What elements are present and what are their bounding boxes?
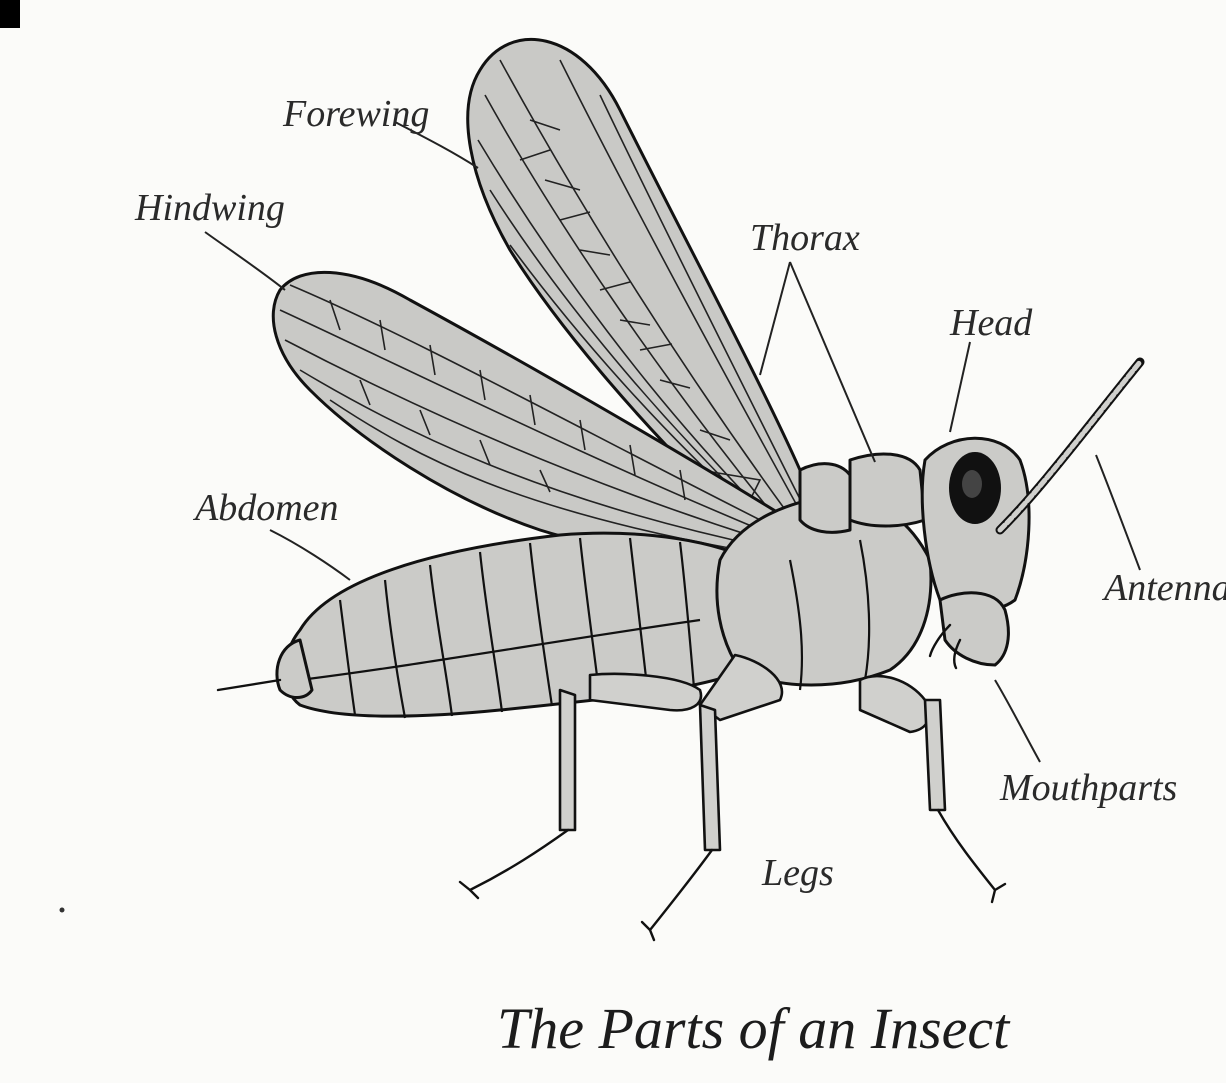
head <box>922 438 1029 668</box>
label-antennae: Antennae <box>1101 567 1226 609</box>
antenna <box>1000 362 1140 530</box>
label-thorax: Thorax <box>750 217 860 259</box>
corner-mark <box>0 0 20 28</box>
leader-abdomen <box>270 530 350 580</box>
leader-thorax-right <box>790 262 875 462</box>
leader-hindwing <box>205 232 285 290</box>
leader-head <box>950 342 970 432</box>
leader-mouthparts <box>995 680 1040 762</box>
label-forewing: Forewing <box>282 93 429 135</box>
diagram-caption: The Parts of an Insect <box>497 996 1011 1061</box>
speck <box>60 908 65 913</box>
leader-antennae <box>1096 455 1140 570</box>
leader-thorax-left <box>760 262 790 375</box>
label-legs: Legs <box>761 852 834 894</box>
label-head: Head <box>949 302 1033 344</box>
label-abdomen: Abdomen <box>192 487 339 529</box>
label-hindwing: Hindwing <box>134 187 285 229</box>
label-mouthparts: Mouthparts <box>999 767 1177 809</box>
